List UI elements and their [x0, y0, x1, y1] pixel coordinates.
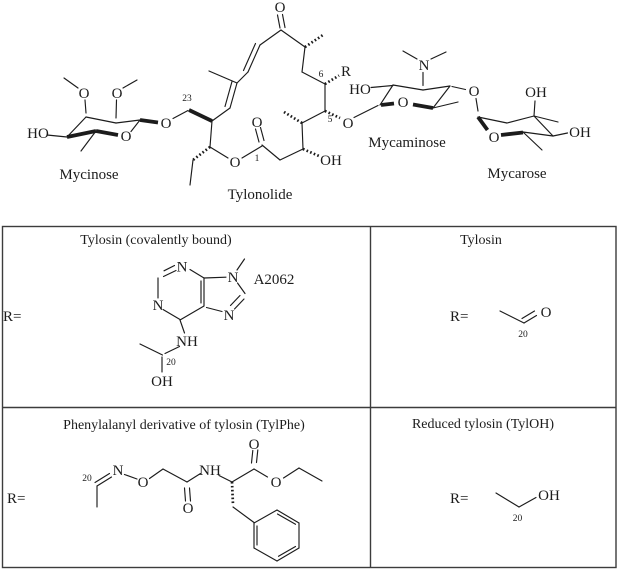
position-5-label: 5 [328, 115, 333, 125]
mycaminose-ho-label: HO [349, 82, 371, 98]
mycinose-ome2-o-label: O [112, 86, 123, 102]
cell1-r-prefix: R= [3, 309, 21, 325]
cell2-r-prefix: R= [450, 309, 468, 325]
mycaminose-bonds [353, 50, 467, 119]
r-group-label: R [341, 64, 351, 80]
mycarose-glycosidic-o-label: O [469, 84, 480, 100]
ester-carbonyl-o-label: O [252, 115, 263, 131]
mycinose-glycosidic-o-label: O [161, 116, 172, 132]
cell-tylosin-covalently-bound: Tylosin (covalently bound) R= N N N N NH [3, 233, 294, 390]
cell3-ester-o-label: O [271, 475, 282, 491]
table-outer-border [1, 225, 617, 569]
mycinose-ho-label: HO [27, 126, 49, 142]
tylonolide-name: Tylonolide [228, 187, 293, 203]
tyloh-bonds [495, 492, 537, 508]
cell3-ester-carbonyl-o-label: O [249, 437, 260, 453]
adenine-bonds [139, 258, 246, 373]
cell2-o-label: O [541, 305, 552, 321]
cell3-title: Phenylalanyl derivative of tylosin (TylP… [63, 418, 305, 433]
adenine-n1-label: N [177, 260, 188, 276]
cell1-oh-label: OH [151, 374, 173, 390]
cell1-position-20-label: 20 [166, 358, 176, 368]
a2062-annotation: A2062 [254, 272, 295, 288]
mycarose-ring-o-label: O [489, 130, 500, 146]
c5-glycosidic-o-label: O [343, 116, 354, 132]
cell3-nh-label: NH [199, 463, 221, 479]
mycinose-name: Mycinose [59, 167, 119, 183]
cell3-n-label: N [113, 463, 124, 479]
adenine-n3-label: N [153, 298, 164, 314]
cell3-oxime-o-label: O [138, 475, 149, 491]
aldehyde-bonds [499, 310, 538, 324]
cell2-title: Tylosin [460, 233, 502, 248]
ketone-o-label: O [275, 0, 286, 16]
mycarose-oh-top-label: OH [525, 85, 547, 101]
position-23-label: 23 [182, 94, 192, 104]
cell-tylphe: Phenylalanyl derivative of tylosin (TylP… [7, 418, 323, 562]
adenine-n9-label: N [228, 270, 239, 286]
variants-table-grid [1, 225, 617, 569]
cell1-nh-label: NH [176, 334, 198, 350]
cell-tyloh: Reduced tylosin (TylOH) R= OH 20 [412, 417, 560, 524]
mycinose-bonds [46, 77, 159, 152]
macrolactone-bonds [172, 13, 341, 186]
position-1-label: 1 [255, 154, 260, 164]
mycaminose-n-label: N [419, 58, 430, 74]
cell3-position-20-label: 20 [82, 474, 92, 484]
mycaminose-ring-o-label: O [398, 95, 409, 111]
mycaminose-name: Mycaminose [368, 135, 446, 151]
adenine-n7-label: N [224, 308, 235, 324]
mycarose-bonds [475, 97, 569, 151]
mycinose-ring-o-label: O [121, 129, 132, 145]
cell4-title: Reduced tylosin (TylOH) [412, 417, 554, 432]
cell3-amide-o-label: O [183, 501, 194, 517]
cell4-oh-label: OH [538, 488, 560, 504]
lactone-o-label: O [230, 155, 241, 171]
cell3-r-prefix: R= [7, 491, 25, 507]
cell4-position-20-label: 20 [513, 514, 523, 524]
cell-tylosin: Tylosin R= O 20 [450, 233, 552, 340]
cell4-r-prefix: R= [450, 491, 468, 507]
cell2-position-20-label: 20 [518, 330, 528, 340]
position-6-label: 6 [319, 70, 324, 80]
mycarose-name: Mycarose [487, 166, 546, 182]
c3-oh-label: OH [320, 153, 342, 169]
cell1-title: Tylosin (covalently bound) [80, 233, 232, 248]
tylphe-bonds [94, 449, 323, 562]
mycinose-ome1-o-label: O [79, 86, 90, 102]
mycarose-oh-right-label: OH [569, 125, 591, 141]
